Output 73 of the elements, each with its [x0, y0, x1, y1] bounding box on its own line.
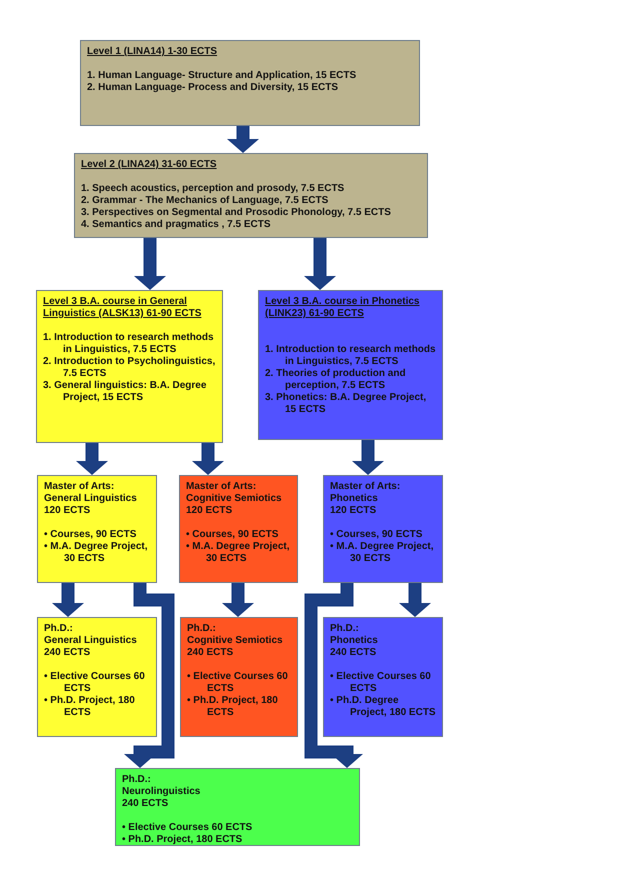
block-arrow [52, 583, 84, 617]
course-heading: Level 1 (LINA14) 1-30 ECTS [87, 46, 218, 58]
course-item: 1. Human Language- Structure and Application, 15 ECTS [87, 70, 358, 82]
course-heading: Level 3 B.A. course in Phonetics (LINK23) 61-90 ECTS [265, 296, 420, 320]
course-item: 2. Introduction to Psycholinguistics, 7.5 ECTS [43, 356, 216, 380]
course-item: • Ph.D. Project, 180 ECTS [44, 695, 136, 719]
course-heading: Phonetics [330, 493, 379, 505]
course-heading: Cognitive Semiotics [186, 493, 283, 505]
block-arrow [134, 238, 166, 290]
course-heading: General Linguistics [44, 635, 138, 647]
course-box [179, 475, 298, 583]
course-heading: General Linguistics [44, 493, 138, 505]
course-heading: Ph.D.: [187, 623, 217, 635]
course-heading: Level 2 (LINA24) 31-60 ECTS [81, 159, 218, 171]
course-heading: Neurolinguistics [122, 786, 202, 798]
course-heading: Phonetics [330, 635, 379, 647]
block-arrow [227, 126, 259, 153]
course-item: • Elective Courses 60 ECTS [187, 671, 289, 695]
course-heading: 120 ECTS [330, 505, 378, 517]
course-box [37, 475, 157, 583]
course-box [180, 617, 298, 737]
block-arrow [222, 583, 254, 617]
course-item: 2. Theories of production and perception, 7.5 ECTS [265, 368, 407, 392]
course-heading: 120 ECTS [44, 505, 92, 517]
course-heading: Master of Arts: [44, 481, 116, 493]
course-item: • Elective Courses 60 ECTS [330, 671, 432, 695]
block-arrow [399, 583, 431, 617]
course-heading: Master of Arts: [330, 481, 402, 493]
course-item: • Ph.D. Degree Project, 180 ECTS [330, 695, 436, 719]
course-item: • Courses, 90 ECTS [330, 529, 424, 541]
course-item: 3. Phonetics: B.A. Degree Project, 15 ECTS [265, 392, 428, 416]
course-item: • Elective Courses 60 ECTS [44, 671, 146, 695]
course-item: • Courses, 90 ECTS [186, 529, 280, 541]
course-box [74, 153, 428, 238]
course-item: 1. Speech acoustics, perception and prosody, 7.5 ECTS [81, 183, 346, 195]
course-item: 1. Introduction to research methods in Linguistics, 7.5 ECTS [265, 344, 436, 368]
course-item: • Ph.D. Project, 180 ECTS [187, 695, 279, 719]
block-arrow [304, 583, 363, 768]
course-heading: 120 ECTS [186, 505, 234, 517]
course-heading: 240 ECTS [330, 647, 378, 659]
course-item: • M.A. Degree Project, 30 ECTS [186, 541, 291, 565]
block-arrow [192, 443, 224, 475]
course-heading: Ph.D.: [122, 774, 152, 786]
course-item: 2. Grammar - The Mechanics of Language, 7.5 ECTS [81, 195, 330, 207]
course-heading: Level 3 B.A. course in General Linguistics (ALSK13) 61-90 ECTS [43, 296, 202, 320]
course-item: 2. Human Language- Process and Diversity, 15 ECTS [87, 82, 340, 94]
block-arrow [304, 238, 336, 290]
course-item: • M.A. Degree Project, 30 ECTS [330, 541, 435, 565]
course-heading: 240 ECTS [187, 647, 234, 659]
course-box [80, 40, 420, 126]
course-box [258, 290, 443, 440]
course-heading: Master of Arts: [186, 481, 258, 493]
block-arrow [124, 583, 174, 768]
course-item: 1. Introduction to research methods in Linguistics, 7.5 ECTS [43, 332, 215, 356]
course-box [115, 768, 360, 846]
course-box [36, 290, 223, 443]
block-arrow [352, 440, 384, 475]
course-heading: Cognitive Semiotics [187, 635, 284, 647]
course-item: • Courses, 90 ECTS [44, 529, 138, 541]
course-box [323, 617, 443, 737]
course-heading: Ph.D.: [44, 623, 74, 635]
course-heading: 240 ECTS [122, 798, 170, 810]
course-heading: 240 ECTS [44, 647, 92, 659]
course-item: 4. Semantics and pragmatics , 7.5 ECTS [81, 219, 272, 231]
course-box [323, 475, 443, 583]
course-item: • Elective Courses 60 ECTS [122, 822, 254, 834]
course-box [37, 617, 157, 737]
course-item: • M.A. Degree Project, 30 ECTS [44, 541, 149, 565]
course-item: 3. Perspectives on Segmental and Prosodic Phonology, 7.5 ECTS [81, 207, 392, 219]
course-item: • Ph.D. Project, 180 ECTS [122, 834, 244, 846]
block-arrow [76, 443, 108, 475]
course-item: 3. General linguistics: B.A. Degree Project, 15 ECTS [43, 380, 208, 404]
course-heading: Ph.D.: [330, 623, 360, 635]
